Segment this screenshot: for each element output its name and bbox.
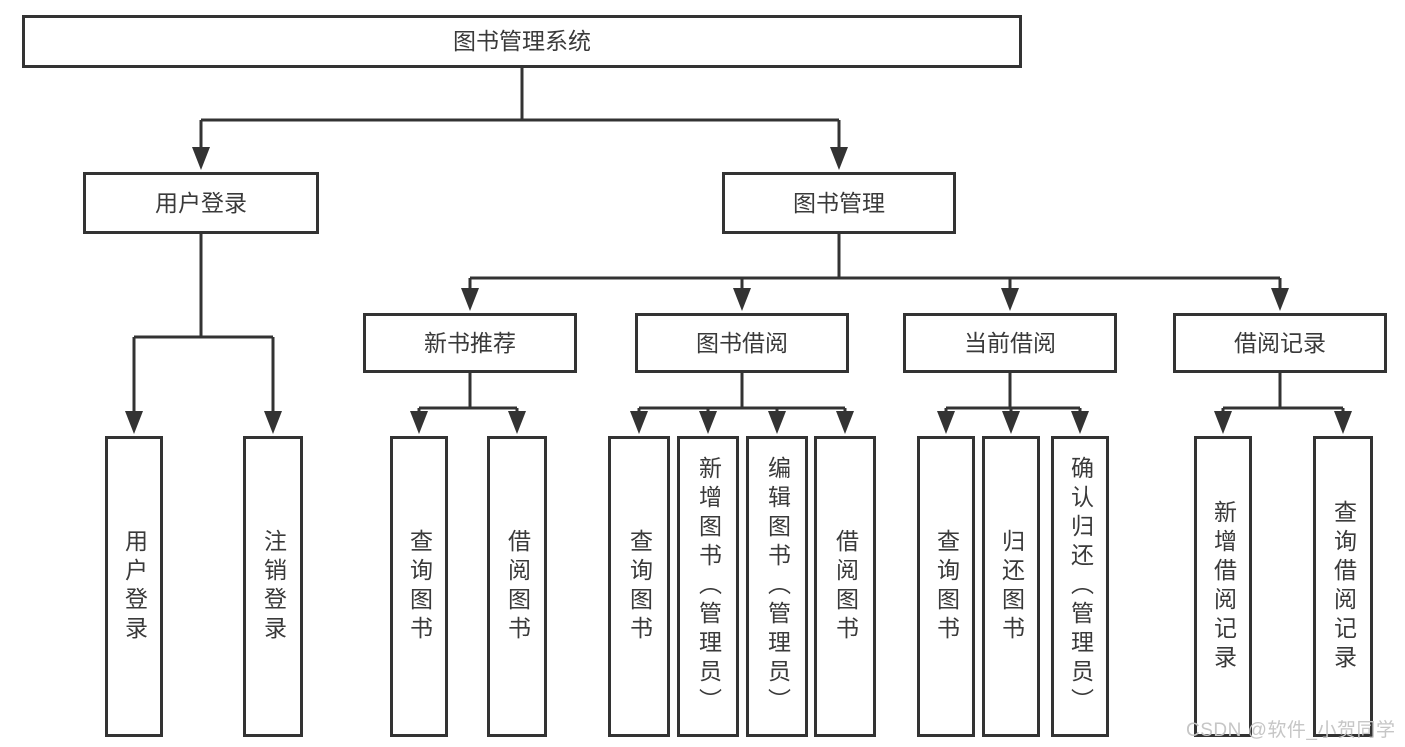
- leaf-borrow-books: 借阅图书: [814, 436, 876, 737]
- leaf-add-books-admin: 新增图书（管理员）: [677, 436, 739, 737]
- node-current-borrow: 当前借阅: [903, 313, 1117, 373]
- csdn-watermark: CSDN @软件_小贺同学: [1186, 720, 1396, 741]
- node-new-book-recommend: 新书推荐: [363, 313, 577, 373]
- node-borrow-records: 借阅记录: [1173, 313, 1387, 373]
- leaf-edit-books-admin: 编辑图书（管理员）: [746, 436, 808, 737]
- leaf-return-books: 归还图书: [982, 436, 1040, 737]
- leaf-confirm-return-admin: 确认归还（管理员）: [1051, 436, 1109, 737]
- leaf-user-login: 用户登录: [105, 436, 163, 737]
- node-book-borrow: 图书借阅: [635, 313, 849, 373]
- node-root-system: 图书管理系统: [22, 15, 1022, 68]
- leaf-current-query-books: 查询图书: [917, 436, 975, 737]
- leaf-add-borrow-record: 新增借阅记录: [1194, 436, 1252, 737]
- leaf-newbooks-borrow-books: 借阅图书: [487, 436, 547, 737]
- leaf-borrow-query-books: 查询图书: [608, 436, 670, 737]
- leaf-query-borrow-record: 查询借阅记录: [1313, 436, 1373, 737]
- node-user-login: 用户登录: [83, 172, 319, 234]
- leaf-newbooks-query-books: 查询图书: [390, 436, 448, 737]
- leaf-logout: 注销登录: [243, 436, 303, 737]
- arrowhead-icons: [125, 147, 1352, 434]
- node-book-management: 图书管理: [722, 172, 956, 234]
